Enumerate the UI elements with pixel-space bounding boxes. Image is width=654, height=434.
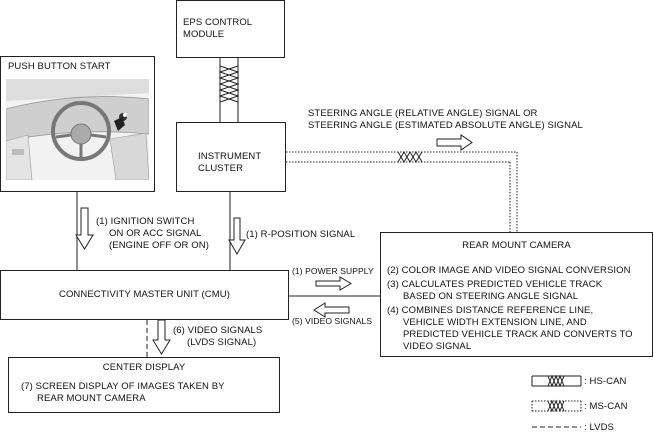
ignition-line2: ON OR ACC SIGNAL: [109, 228, 202, 239]
steering-signal-line2: STEERING ANGLE (ESTIMATED ABSOLUTE ANGLE…: [308, 120, 583, 131]
instrument-label-line1: INSTRUMENT: [198, 151, 262, 162]
video-signals-right-label: (5) VIDEO SIGNALS: [292, 316, 373, 326]
rear-camera-item4-line3: PREDICTED VEHICLE TRACK AND CONVERTS TO: [403, 329, 633, 340]
eps-control-module-box: EPS CONTROL MODULE: [176, 0, 285, 58]
rear-camera-item3-line2: BASED ON STEERING ANGLE SIGNAL: [403, 291, 579, 302]
cmu-label: CONNECTIVITY MASTER UNIT (CMU): [58, 289, 230, 300]
eps-label-line1: EPS CONTROL: [183, 17, 253, 28]
push-button-start-title: PUSH BUTTON START: [8, 61, 111, 72]
rear-camera-item4-line1: (4) COMBINES DISTANCE REFERENCE LINE,: [387, 305, 594, 316]
r-position-arrow: [228, 217, 246, 256]
r-position-label: (1) R-POSITION SIGNAL: [246, 229, 356, 240]
video-signals-left-arrow: [313, 302, 350, 318]
rear-camera-item3-line1: (3) CALCULATES PREDICTED VEHICLE TRACK: [387, 279, 603, 290]
legend-lvds-label: : LVDS: [584, 422, 614, 433]
cmu-box: CONNECTIVITY MASTER UNIT (CMU): [0, 270, 289, 320]
video-signals-down-arrow: [152, 319, 171, 355]
ignition-line3: (ENGINE OFF OR ON): [109, 240, 209, 251]
legend-hs-can-label: : HS-CAN: [584, 376, 627, 387]
cluster-ms-can-link: [286, 151, 518, 232]
rear-mount-camera-box: REAR MOUNT CAMERA (2) COLOR IMAGE AND VI…: [380, 232, 653, 357]
ms-can-twist: [397, 151, 423, 163]
rear-camera-item4-line2: VEHICLE WIDTH EXTENSION LINE, AND: [403, 317, 587, 328]
steering-signal-arrow: [436, 134, 473, 151]
center-display-item7-line1: (7) SCREEN DISPLAY OF IMAGES TAKEN BY: [21, 381, 225, 392]
eps-label-line2: MODULE: [183, 29, 225, 40]
video-signals-down-line2: (LVDS SIGNAL): [187, 337, 257, 348]
legend-ms-can-symbol: [531, 399, 582, 413]
dashboard-illustration: [6, 79, 149, 180]
instrument-label-line2: CLUSTER: [198, 163, 244, 174]
center-display-title: CENTER DISPLAY: [102, 362, 186, 373]
power-supply-arrow: [315, 276, 352, 291]
instrument-cluster-box: INSTRUMENT CLUSTER: [176, 122, 286, 192]
eps-hs-can-link: [218, 58, 240, 122]
ignition-line1: (1) IGNITION SWITCH: [96, 216, 195, 227]
power-supply-label: (1) POWER SUPPLY: [292, 266, 374, 276]
center-display-box: CENTER DISPLAY (7) SCREEN DISPLAY OF IMA…: [8, 357, 280, 413]
center-display-item7-line2: REAR MOUNT CAMERA: [37, 393, 146, 404]
rear-camera-title: REAR MOUNT CAMERA: [462, 240, 571, 251]
video-signals-down-line1: (6) VIDEO SIGNALS: [173, 325, 263, 336]
ignition-arrow: [75, 207, 94, 250]
legend-ms-can-label: : MS-CAN: [584, 401, 628, 412]
rear-camera-item2: (2) COLOR IMAGE AND VIDEO SIGNAL CONVERS…: [387, 265, 631, 276]
steering-signal-line1: STEERING ANGLE (RELATIVE ANGLE) SIGNAL O…: [308, 108, 538, 119]
rear-camera-item4-line4: VIDEO SIGNAL: [403, 341, 472, 352]
legend-hs-can-symbol: [531, 374, 582, 388]
push-button-start-box: PUSH BUTTON START: [0, 56, 155, 192]
